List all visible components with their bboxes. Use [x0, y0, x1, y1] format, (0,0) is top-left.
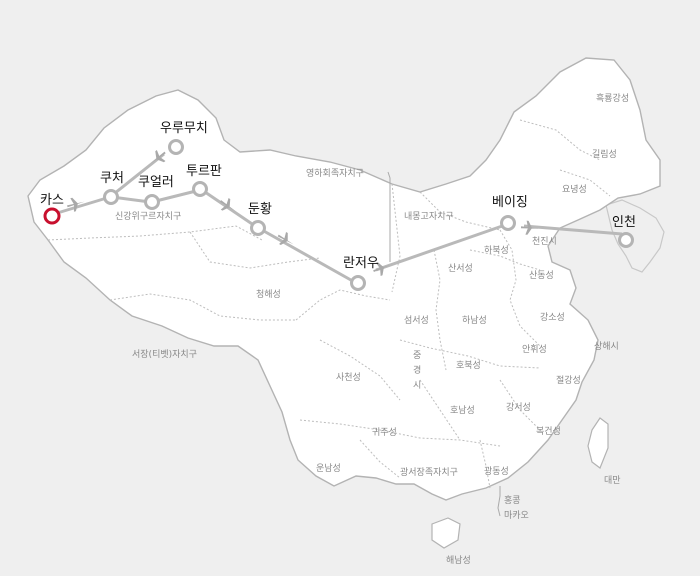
region-guizhou: 귀주성 [372, 427, 397, 438]
city-label-beijing: 베이징 [492, 195, 528, 210]
city-label-turpan: 투르판 [186, 164, 222, 179]
region-fujian: 복건성 [536, 426, 561, 437]
region-zhejiang: 절강성 [556, 374, 581, 386]
region-guangdong: 광동성 [484, 465, 509, 477]
region-jiangsu: 강소성 [540, 312, 565, 323]
region-hebei: 하북성 [484, 245, 509, 256]
kashgar-node[interactable] [43, 207, 61, 225]
city-label-urumqi: 우루무치 [160, 121, 208, 136]
region-qinghai: 청해성 [256, 289, 281, 300]
region-ningxia: 영하회족자치구 [306, 167, 364, 179]
region-hunan: 호남성 [450, 405, 475, 416]
city-label-kuqa: 쿠처 [100, 171, 124, 186]
plane-icon-kuqa-kashgar [67, 197, 85, 212]
region-henan: 하남성 [462, 315, 487, 326]
region-hongkong: 홍콩 [504, 494, 521, 506]
plane-icon-kuqa-urumqi [150, 150, 166, 164]
region-chongqing-3: 시 [413, 380, 421, 391]
lanzhou-node[interactable] [350, 275, 366, 291]
region-guangxi: 광서장족자치구 [400, 466, 458, 478]
region-shandong: 산동성 [529, 270, 554, 281]
region-sichuan: 사천성 [336, 372, 361, 383]
urumqi-node[interactable] [168, 139, 184, 155]
city-label-korla: 쿠얼러 [138, 175, 174, 190]
kuqa-node[interactable] [103, 189, 119, 205]
region-inner-mongolia: 내몽고자치구 [404, 210, 454, 222]
region-anhui: 안휘성 [522, 344, 547, 355]
city-label-lanzhou: 란저우 [343, 256, 379, 271]
taiwan-island [587, 417, 609, 469]
region-macau: 마카오 [504, 510, 529, 521]
dunhuang-node[interactable] [250, 220, 266, 236]
region-jilin: 길림성 [592, 148, 617, 160]
region-chongqing-1: 중 [413, 350, 421, 361]
beijing-node[interactable] [500, 215, 516, 231]
plane-icon-incheon-beijing [520, 220, 539, 235]
province-boundaries [47, 119, 611, 489]
region-tianjin: 천진시 [532, 236, 557, 247]
ningxia-leader [387, 171, 391, 262]
region-tibet: 서장(티벳)자치구 [132, 348, 197, 360]
hainan-island [431, 517, 461, 549]
region-heilongjiang: 흑룡강성 [596, 92, 629, 104]
city-label-incheon: 인천 [612, 215, 636, 230]
region-taiwan: 대만 [604, 475, 621, 486]
region-hubei: 호북성 [456, 360, 481, 371]
city-label-kashgar: 카스 [40, 193, 64, 208]
region-chongqing-2: 경 [413, 364, 421, 376]
region-hainan: 해남성 [446, 555, 471, 566]
region-shanghai: 상해시 [594, 341, 619, 352]
hongkong-leader [497, 486, 501, 517]
region-shaanxi: 섬서성 [404, 315, 429, 326]
korla-node[interactable] [144, 194, 160, 210]
region-yunnan: 운남성 [316, 463, 341, 474]
incheon-node[interactable] [618, 232, 634, 248]
china-outline [27, 57, 661, 501]
city-label-dunhuang: 둔황 [248, 202, 272, 217]
travel-route [53, 152, 623, 286]
region-jiangxi: 강서성 [506, 402, 531, 413]
plane-icon-beijing-lanzhou [373, 262, 391, 276]
plane-icon-lanzhou-dunhuang [277, 231, 294, 246]
turpan-node[interactable] [192, 181, 208, 197]
region-xinjiang: 신강위구르자치구 [115, 210, 181, 222]
plane-icon-dunhuang-turpan [219, 197, 236, 212]
korea-landmass [605, 199, 665, 273]
region-shanxi: 산서성 [448, 263, 473, 274]
region-liaoning: 요녕성 [562, 184, 587, 195]
